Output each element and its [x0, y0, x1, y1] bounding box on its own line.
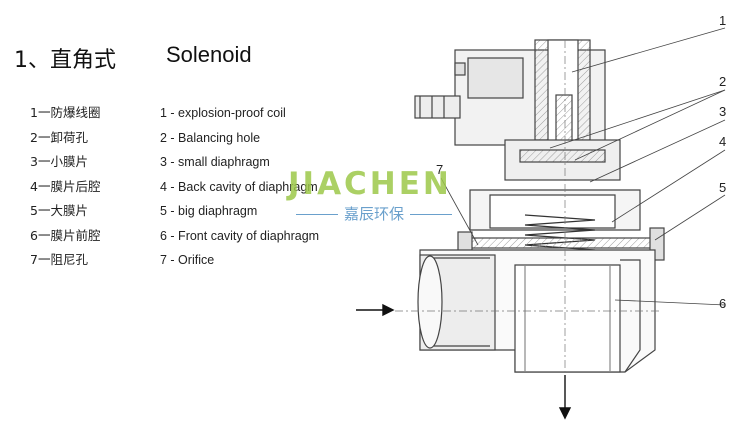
callout-4: 4 [719, 134, 726, 149]
watermark-line-left [296, 214, 338, 215]
callout-2: 2 [719, 74, 726, 89]
legend-en-item: 6 - Front cavity of diaphragm [160, 228, 320, 243]
legend-cn-item: 3一小膜片 [30, 154, 88, 169]
legend-chinese: 1一防爆线圈 2一卸荷孔 3一小膜片 4一膜片后腔 5一大膜片 6一膜片前腔 7… [30, 104, 100, 276]
flow-arrows [356, 303, 572, 420]
title-index: 1、直角式 [14, 48, 116, 73]
inlet-arrowhead [382, 303, 395, 317]
callout-7: 7 [436, 162, 443, 177]
legend-en-item: 3 - small diaphragm [160, 155, 270, 169]
watermark-subtitle-text: 嘉辰环保 [344, 205, 405, 223]
callout-5: 5 [719, 180, 726, 195]
watermark-subtitle: 嘉辰环保 [290, 203, 458, 224]
legend-cn-item: 7一阻尼孔 [30, 252, 88, 267]
legend-en-item: 2 - Balancing hole [160, 130, 261, 145]
watermark-line-right [410, 214, 453, 215]
cable-gland [414, 95, 461, 119]
legend-en-item: 5 - big diaphragm [160, 204, 258, 218]
callout-leaders [440, 27, 726, 306]
legend-en-item: 1 - explosion-proof coil [160, 106, 286, 120]
title-english: Solenoid [166, 42, 252, 67]
legend-en-item: 4 - Back cavity of diaphragm [160, 179, 318, 194]
legend-english: 1 - explosion-proof coil 2 - Balancing h… [160, 104, 319, 276]
legend-en-item: 7 - Orifice [160, 253, 215, 267]
callout-3: 3 [719, 104, 726, 119]
legend-cn-item: 1一防爆线圈 [30, 105, 101, 120]
legend-cn-item: 4一膜片后腔 [30, 178, 101, 194]
big-diaphragm [459, 237, 656, 249]
outlet-arrowhead [558, 407, 572, 420]
callout-6: 6 [719, 296, 726, 311]
outlet-cavity [514, 264, 621, 373]
callout-1: 1 [719, 13, 726, 28]
legend-cn-item: 2一卸荷孔 [30, 129, 88, 145]
legend-cn-item: 6一膜片前腔 [30, 227, 101, 243]
legend-cn-item: 5一大膜片 [30, 203, 88, 218]
watermark-brand: JIACHEN [288, 166, 452, 202]
